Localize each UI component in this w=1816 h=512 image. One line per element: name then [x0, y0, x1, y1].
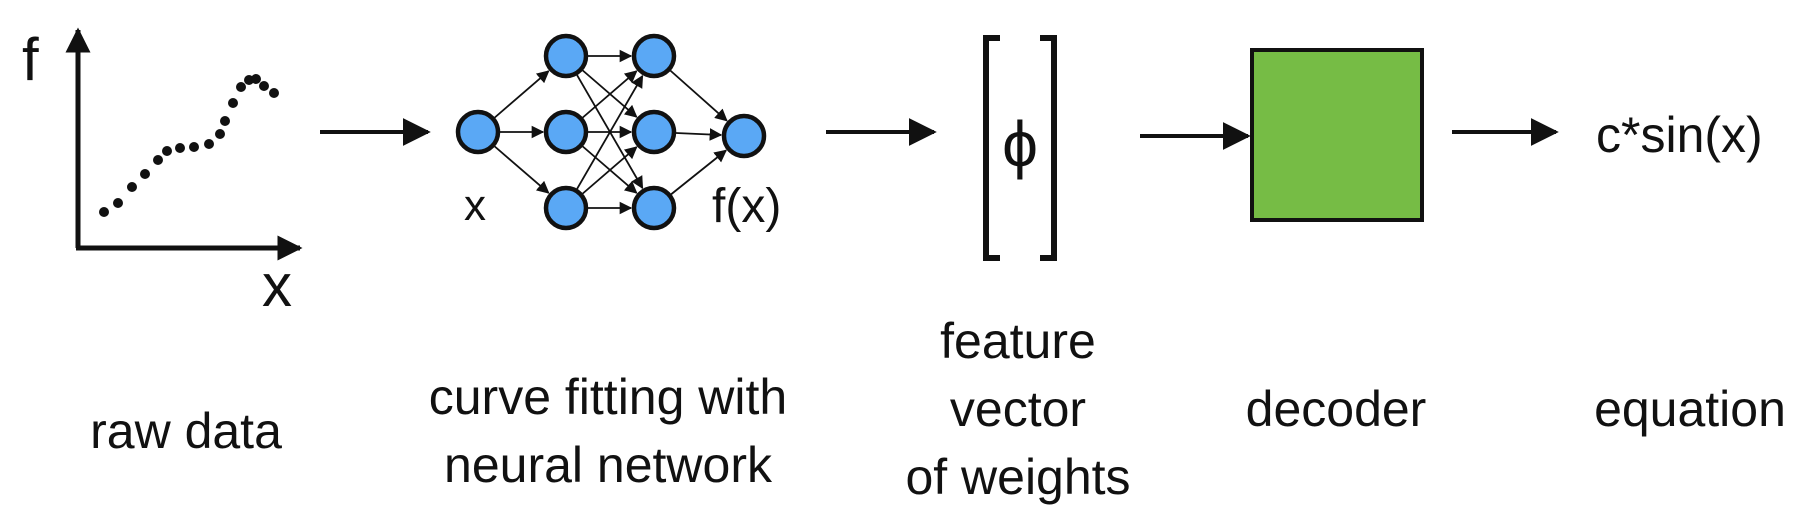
scatter-point	[140, 169, 150, 179]
scatter-point	[220, 116, 230, 126]
x-axis-label: x	[262, 252, 292, 319]
neural-network: x f(x)	[455, 33, 781, 233]
network-input-label: x	[464, 181, 486, 230]
scatter-point	[127, 182, 137, 192]
caption-curve-fitting-line1: curve fitting with	[429, 369, 787, 425]
network-node	[631, 109, 677, 155]
caption-feature-line3: of weights	[905, 449, 1130, 505]
network-connections	[494, 49, 728, 215]
network-connection	[494, 145, 550, 194]
network-output-label: f(x)	[712, 180, 781, 233]
network-node	[543, 33, 589, 79]
caption-raw-data: raw data	[90, 403, 282, 459]
scatter-point	[175, 143, 185, 153]
network-connection	[576, 74, 644, 190]
network-connection	[669, 69, 728, 122]
raw-data-plot: f x	[22, 26, 303, 319]
network-connection	[670, 149, 728, 195]
scatter-point	[215, 129, 225, 139]
scatter-points	[99, 74, 279, 217]
network-node	[543, 185, 589, 231]
scatter-point	[236, 82, 246, 92]
feature-vector: ϕ	[983, 35, 1057, 261]
scatter-point	[113, 198, 123, 208]
network-connection	[675, 128, 723, 141]
scatter-point	[204, 139, 214, 149]
network-node	[631, 33, 677, 79]
caption-equation: equation	[1594, 381, 1786, 437]
network-connection	[582, 70, 638, 119]
network-node	[543, 109, 589, 155]
scatter-point	[153, 155, 163, 165]
caption-decoder: decoder	[1246, 381, 1427, 437]
scatter-point	[251, 74, 261, 84]
scatter-point	[259, 81, 269, 91]
y-axis-label: f	[22, 26, 39, 93]
caption-feature-line2: vector	[950, 381, 1086, 437]
scatter-point	[162, 146, 172, 156]
network-node	[631, 185, 677, 231]
decoder-box	[1250, 48, 1424, 222]
scatter-point	[99, 207, 109, 217]
scatter-point	[269, 88, 279, 98]
network-node	[455, 109, 501, 155]
left-bracket	[983, 35, 1000, 261]
scatter-point	[228, 98, 238, 108]
network-connection	[494, 70, 550, 119]
scatter-point	[189, 142, 199, 152]
network-nodes	[455, 33, 767, 231]
caption-feature-line1: feature	[940, 313, 1096, 369]
network-connection	[582, 146, 638, 195]
right-bracket	[1040, 35, 1057, 261]
phi-symbol: ϕ	[1002, 108, 1038, 180]
network-node	[721, 113, 767, 159]
equation-expression: c*sin(x)	[1596, 107, 1763, 163]
caption-curve-fitting-line2: neural network	[444, 437, 773, 493]
